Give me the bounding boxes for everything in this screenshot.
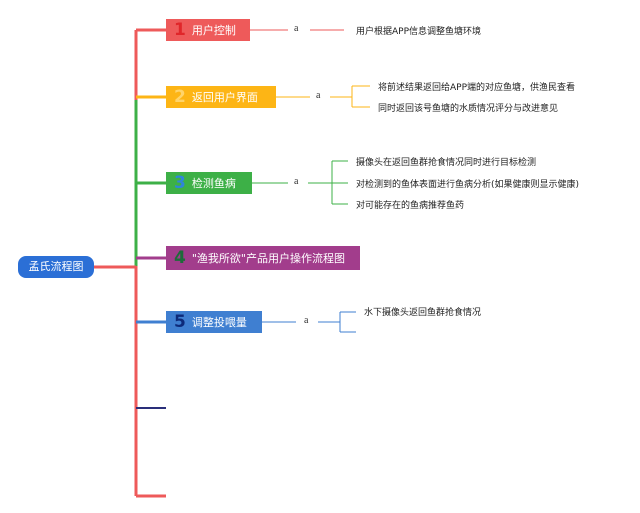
leaf-2-2: 同时返回该号鱼塘的水质情况评分与改进意见 bbox=[378, 104, 559, 114]
root-node[interactable]: 孟氏流程图 bbox=[18, 256, 94, 278]
connector-label-1: a bbox=[294, 23, 299, 34]
branch-adjust-feeding[interactable]: 5 调整投喂量 bbox=[166, 311, 262, 333]
leaf-3-1: 摄像头在返回鱼群抢食情况同时进行目标检测 bbox=[356, 158, 537, 168]
branch2-bracket bbox=[330, 85, 370, 108]
leaf-3-3: 对可能存在的鱼病推荐鱼药 bbox=[356, 201, 465, 211]
branch5-bracket bbox=[318, 311, 356, 333]
leaf-2-1: 将前述结果返回给APP端的对应鱼塘，供渔民查看 bbox=[378, 83, 576, 93]
leaf-5-1: 水下摄像头返回鱼群抢食情况 bbox=[364, 308, 482, 318]
branch-product-flow[interactable]: 4 "渔我所欲"产品用户操作流程图 bbox=[166, 246, 360, 270]
branch-label-5: 调整投喂量 bbox=[191, 316, 247, 329]
branch-label-3: 检测鱼病 bbox=[191, 177, 236, 190]
branch-number-4: 4 bbox=[174, 248, 186, 268]
branch3-bracket bbox=[308, 160, 348, 205]
branch-number-2: 2 bbox=[174, 87, 186, 107]
branch-label-4: "渔我所欲"产品用户操作流程图 bbox=[191, 252, 345, 265]
connector-label-5: a bbox=[304, 315, 309, 326]
branch-label-1: 用户控制 bbox=[191, 24, 236, 37]
connector-label-3: a bbox=[294, 176, 299, 187]
branch-number-3: 3 bbox=[174, 173, 186, 193]
branch-detect-disease[interactable]: 3 检测鱼病 bbox=[166, 172, 252, 194]
branch-return-ui[interactable]: 2 返回用户界面 bbox=[166, 86, 276, 108]
leaf-3-2: 对检测到的鱼体表面进行鱼病分析(如果健康则显示健康) bbox=[356, 180, 580, 190]
branch-number-1: 1 bbox=[174, 20, 186, 40]
branch-number-5: 5 bbox=[174, 312, 186, 332]
leaf-1-1: 用户根据APP信息调整鱼塘环境 bbox=[356, 27, 482, 37]
root-label: 孟氏流程图 bbox=[28, 260, 84, 273]
branch-user-control[interactable]: 1 用户控制 bbox=[166, 19, 250, 41]
connector-label-2: a bbox=[316, 90, 321, 101]
branch-label-2: 返回用户界面 bbox=[191, 91, 258, 104]
